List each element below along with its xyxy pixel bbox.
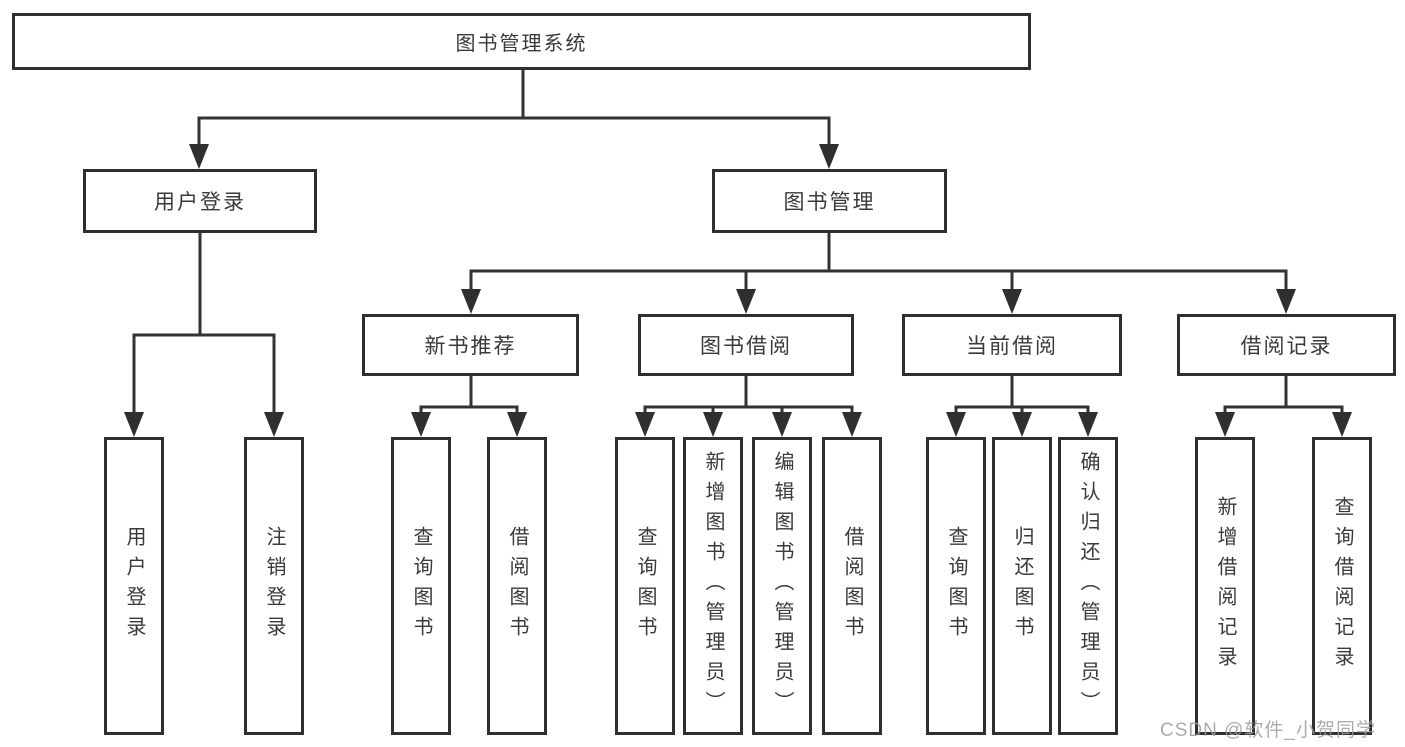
- leaf-borrow-books-recommend: 借阅图书: [487, 437, 547, 735]
- leaf-user-login: 用户登录: [104, 437, 164, 735]
- leaf-query-books-borrow: 查询图书: [615, 437, 675, 735]
- connector-user-login: [132, 233, 276, 417]
- leaf-add-book-admin: 新增图书（管理员）: [683, 437, 743, 735]
- node-book-borrow: 图书借阅: [638, 314, 854, 376]
- connector-book-borrow: [643, 376, 854, 417]
- connector-bar: [469, 269, 1288, 294]
- connector-bar: [197, 116, 831, 147]
- leaf-query-borrow-record-label: 查询借阅记录: [1331, 496, 1353, 676]
- node-user-login: 用户登录: [83, 169, 317, 233]
- leaf-query-books-current: 查询图书: [926, 437, 986, 735]
- leaf-borrow-books-2-label: 借阅图书: [841, 526, 863, 646]
- arrowhead: [411, 412, 431, 437]
- leaf-return-book-label: 归还图书: [1011, 526, 1033, 646]
- arrowhead: [736, 289, 756, 314]
- leaf-logout: 注销登录: [244, 437, 304, 735]
- node-current-borrow: 当前借阅: [902, 314, 1122, 376]
- leaf-query-books-current-label: 查询图书: [945, 526, 967, 646]
- arrowhead: [1215, 412, 1235, 437]
- arrowhead: [507, 412, 527, 437]
- arrowhead: [946, 412, 966, 437]
- leaf-query-books-recommend: 查询图书: [391, 437, 451, 735]
- leaf-edit-book-admin-label: 编辑图书（管理员）: [771, 451, 793, 721]
- arrowhead: [189, 144, 209, 169]
- leaf-user-login-label: 用户登录: [123, 526, 145, 646]
- leaf-logout-label: 注销登录: [263, 526, 285, 646]
- connector-bar: [643, 405, 854, 417]
- node-new-book-recommend: 新书推荐: [362, 314, 579, 376]
- connector-book-management: [469, 233, 1288, 294]
- node-book-borrow-label: 图书借阅: [700, 335, 792, 358]
- arrowhead: [772, 412, 792, 437]
- leaf-query-books-recommend-label: 查询图书: [410, 526, 432, 646]
- connector-bar: [132, 333, 276, 417]
- node-user-login-label: 用户登录: [154, 191, 246, 214]
- leaf-add-borrow-record: 新增借阅记录: [1195, 437, 1255, 735]
- connector-root-to-level2: [197, 70, 831, 147]
- connector-current-borrow: [954, 376, 1090, 417]
- watermark: CSDN @软件_小贺同学: [1160, 720, 1376, 741]
- leaf-confirm-return-admin-label: 确认归还（管理员）: [1077, 451, 1099, 721]
- arrowhead: [1078, 412, 1098, 437]
- node-root-label: 图书管理系统: [455, 33, 588, 55]
- node-new-book-recommend-label: 新书推荐: [424, 335, 517, 358]
- leaf-edit-book-admin: 编辑图书（管理员）: [752, 437, 812, 735]
- connector-bar: [1223, 405, 1344, 417]
- node-borrow-records: 借阅记录: [1177, 314, 1396, 376]
- arrowhead: [264, 412, 284, 437]
- leaf-return-book: 归还图书: [992, 437, 1052, 735]
- arrowhead: [703, 412, 723, 437]
- leaf-query-borrow-record: 查询借阅记录: [1312, 437, 1372, 735]
- leaf-add-book-admin-label: 新增图书（管理员）: [702, 451, 724, 721]
- arrowheads-book-borrow: [635, 412, 862, 437]
- arrowhead: [1276, 289, 1296, 314]
- leaf-borrow-books-2: 借阅图书: [822, 437, 882, 735]
- node-book-management-label: 图书管理: [783, 191, 876, 214]
- leaf-add-borrow-record-label: 新增借阅记录: [1214, 496, 1236, 676]
- arrowhead: [1012, 412, 1032, 437]
- arrowheads-level3: [461, 289, 1296, 314]
- arrowheads-current-borrow: [946, 412, 1098, 437]
- node-root: 图书管理系统: [12, 13, 1031, 70]
- arrowhead: [1332, 412, 1352, 437]
- arrowheads-new-book-recommend: [411, 412, 527, 437]
- arrowheads-level2: [189, 144, 839, 169]
- leaf-confirm-return-admin: 确认归还（管理员）: [1058, 437, 1118, 735]
- connector-borrow-records: [1223, 376, 1344, 417]
- arrowhead: [635, 412, 655, 437]
- connector-new-book-recommend: [419, 376, 519, 417]
- arrowhead: [842, 412, 862, 437]
- arrowhead: [819, 144, 839, 169]
- arrowhead: [124, 412, 144, 437]
- node-borrow-records-label: 借阅记录: [1240, 335, 1333, 358]
- connector-bar: [419, 405, 519, 417]
- arrowhead: [461, 289, 481, 314]
- leaf-borrow-books-recommend-label: 借阅图书: [506, 526, 528, 646]
- node-book-management: 图书管理: [712, 169, 947, 233]
- arrowheads-borrow-records: [1215, 412, 1352, 437]
- arrowhead: [1002, 289, 1022, 314]
- arrowheads-user-login: [124, 412, 284, 437]
- node-current-borrow-label: 当前借阅: [966, 335, 1058, 358]
- leaf-query-books-borrow-label: 查询图书: [634, 526, 656, 646]
